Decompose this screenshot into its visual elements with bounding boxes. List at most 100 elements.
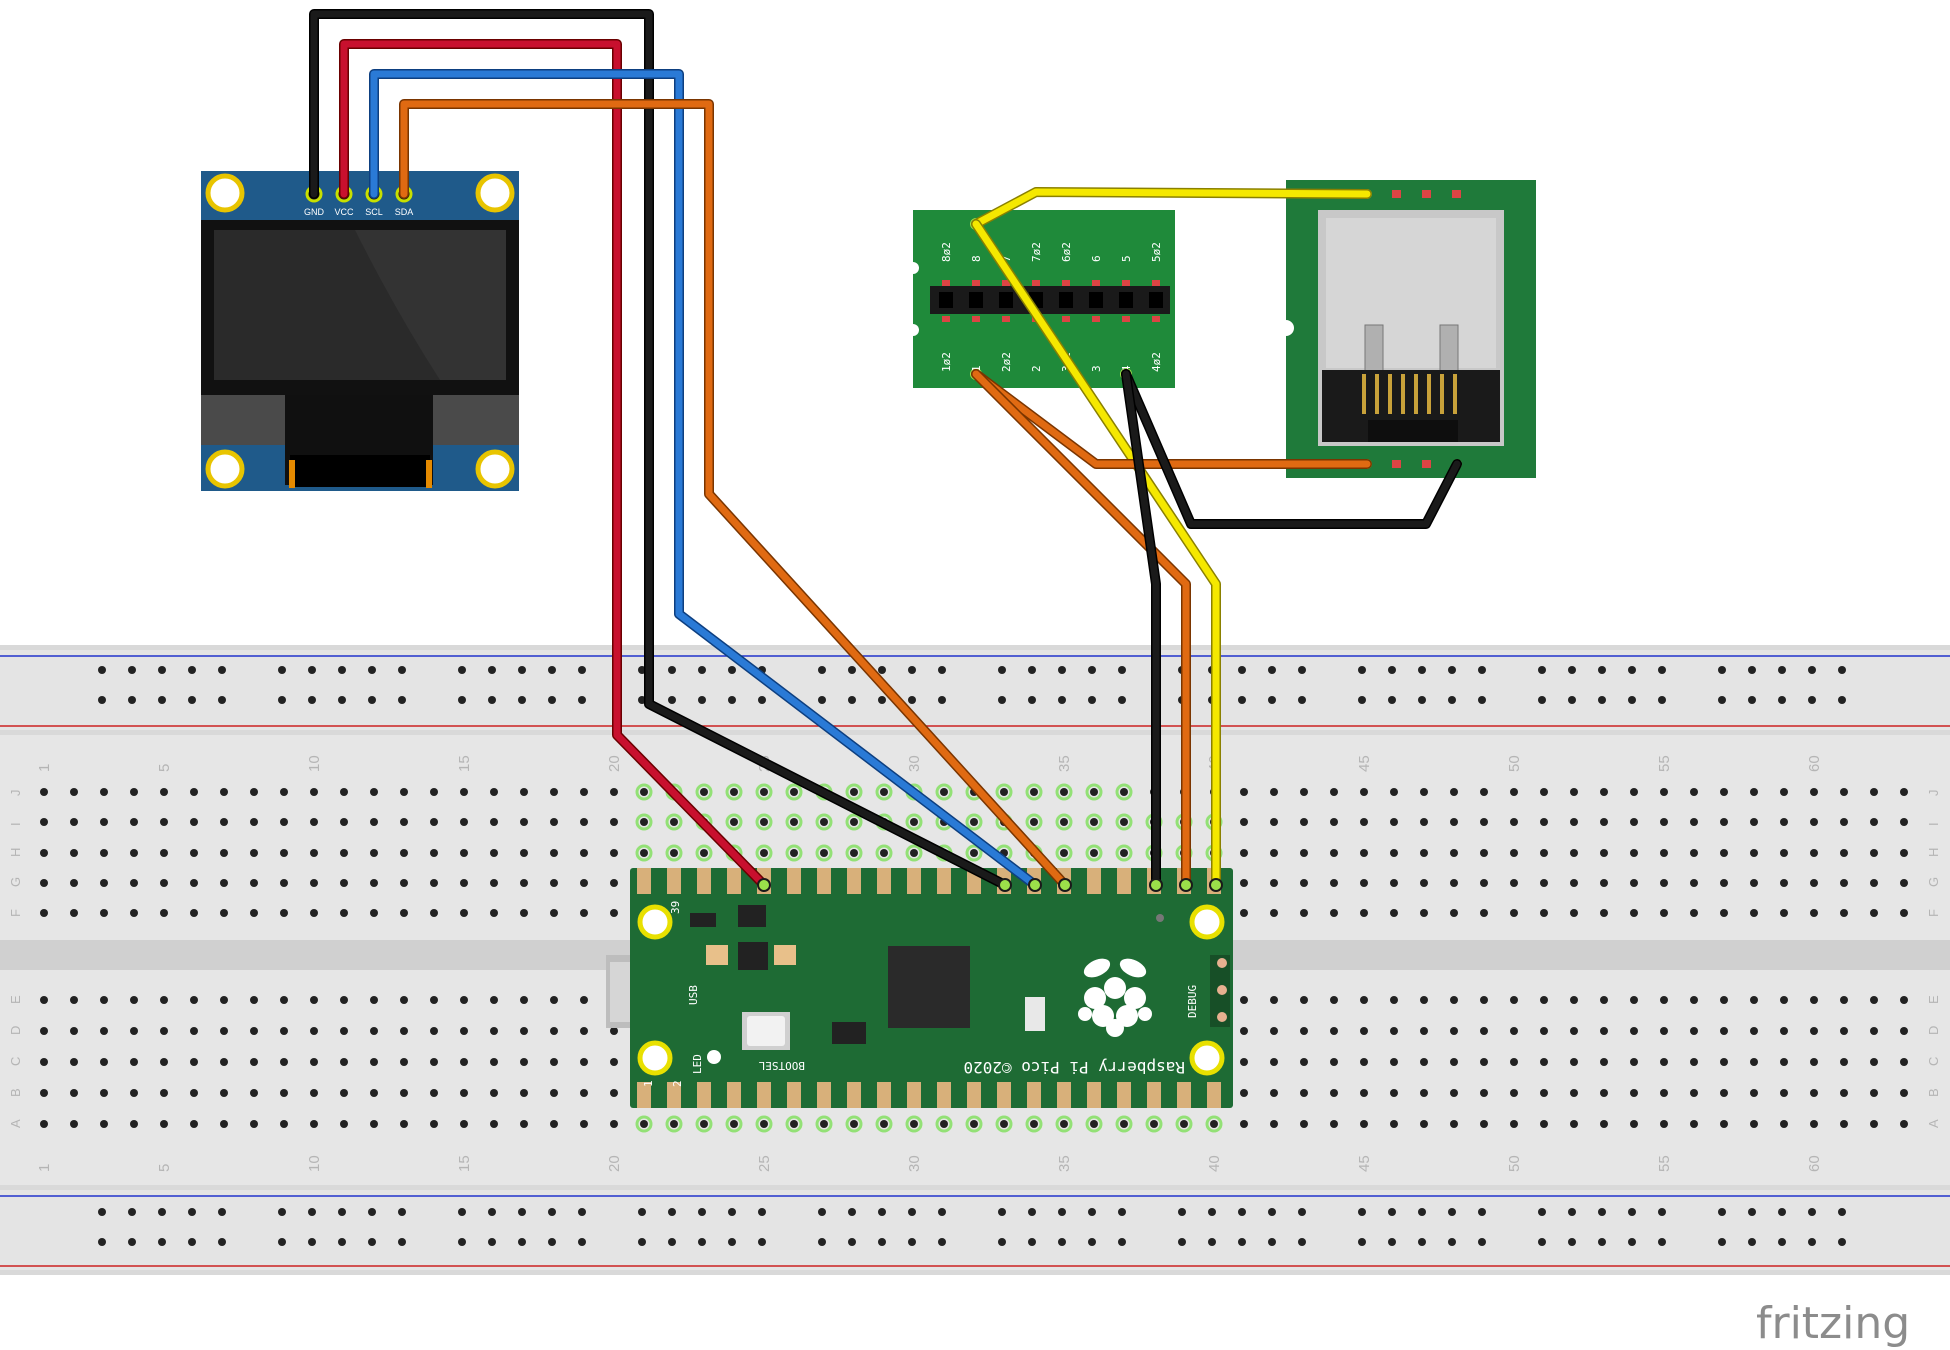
breadboard-hole: [520, 1058, 528, 1066]
breadboard-hole: [160, 1120, 168, 1128]
rail-hole: [1358, 1208, 1366, 1216]
hole-highlight: [875, 1115, 893, 1133]
breadboard-hole: [400, 1089, 408, 1097]
row-letter: G: [8, 877, 23, 887]
rail-hole: [398, 1208, 406, 1216]
breadboard-hole: [430, 1120, 438, 1128]
hole-highlight: [1175, 1115, 1193, 1133]
rail-hole: [578, 1238, 586, 1246]
breadboard-hole: [460, 1120, 468, 1128]
breadboard-hole: [130, 996, 138, 1004]
hole-highlight: [1115, 1115, 1133, 1133]
breadboard-hole: [1660, 996, 1668, 1004]
breadboard-hole: [1210, 1120, 1218, 1128]
breadboard-hole: [1660, 788, 1668, 796]
breadboard-hole: [280, 909, 288, 917]
rail-hole: [1238, 1208, 1246, 1216]
rail-hole: [1538, 1208, 1546, 1216]
breadboard-hole: [550, 909, 558, 917]
breadboard-hole: [1270, 1120, 1278, 1128]
pin-header: [930, 286, 1170, 314]
breadboard-hole: [310, 849, 318, 857]
breadboard-hole: [1810, 1027, 1818, 1035]
breadboard-hole: [1630, 1089, 1638, 1097]
breadboard-hole: [1690, 909, 1698, 917]
breadboard-hole: [1750, 909, 1758, 917]
pin-2-label: 2: [671, 1080, 684, 1087]
breadboard-hole: [250, 788, 258, 796]
breadboard-hole: [1690, 879, 1698, 887]
breadboard-hole: [1360, 788, 1368, 796]
rail-hole: [188, 696, 196, 704]
breadboard-hole: [1240, 849, 1248, 857]
column-number-top: 30: [906, 755, 923, 772]
breadboard-hole: [430, 879, 438, 887]
wire-endpoint: [757, 878, 771, 892]
rail-hole: [1628, 696, 1636, 704]
breadboard-hole: [1240, 996, 1248, 1004]
breadboard-hole: [1300, 849, 1308, 857]
breadboard-hole: [610, 1089, 618, 1097]
rail-hole: [668, 666, 676, 674]
breadboard-hole: [40, 1027, 48, 1035]
rail-hole: [458, 1238, 466, 1246]
breadboard-hole: [1630, 996, 1638, 1004]
pad-bottom: [1062, 316, 1070, 322]
column-number-bottom: 50: [1506, 1155, 1523, 1172]
pad-bottom: [1092, 316, 1100, 322]
breadboard-hole: [1420, 1027, 1428, 1035]
breadboard-hole: [40, 996, 48, 1004]
breadboard-hole: [250, 996, 258, 1004]
breadboard-hole: [610, 1027, 618, 1035]
pad-bottom: [1122, 316, 1130, 322]
rail-hole: [848, 1238, 856, 1246]
row-letter: D: [8, 1026, 23, 1035]
header-pin: [1149, 292, 1163, 308]
breadboard-hole: [910, 818, 918, 826]
rail-hole: [1418, 666, 1426, 674]
rail-hole: [638, 1208, 646, 1216]
rail-hole: [98, 1208, 106, 1216]
breadboard-hole: [1390, 996, 1398, 1004]
hole-highlight: [845, 1115, 863, 1133]
breadboard-hole: [460, 909, 468, 917]
breadboard-hole: [340, 1120, 348, 1128]
breadboard-hole: [70, 879, 78, 887]
breadboard-hole: [1720, 788, 1728, 796]
rail-hole: [1058, 1238, 1066, 1246]
hole-highlight: [665, 813, 683, 831]
breadboard-hole: [1030, 818, 1038, 826]
hole-highlight: [755, 1115, 773, 1133]
pico-pin-top: [847, 868, 861, 894]
breadboard-hole: [1750, 1027, 1758, 1035]
wire-endpoint: [998, 878, 1012, 892]
rail-hole: [548, 666, 556, 674]
rail-hole: [1568, 1238, 1576, 1246]
breadboard-hole: [1480, 909, 1488, 917]
breadboard-hole: [100, 849, 108, 857]
breadboard-hole: [1810, 1089, 1818, 1097]
rail-hole: [188, 1238, 196, 1246]
rail-hole: [848, 1208, 856, 1216]
breadboard-hole: [1090, 1120, 1098, 1128]
breadboard-hole: [1270, 849, 1278, 857]
breadboard-hole: [1570, 879, 1578, 887]
breadboard-hole: [220, 1120, 228, 1128]
breadboard-hole: [1030, 788, 1038, 796]
rail-hole: [1238, 1238, 1246, 1246]
breadboard-hole: [1360, 1027, 1368, 1035]
header-pin: [939, 292, 953, 308]
breadboard-hole: [1810, 1120, 1818, 1128]
rail-hole: [1178, 1238, 1186, 1246]
breadboard-hole: [340, 788, 348, 796]
hole-highlight: [995, 1115, 1013, 1133]
breadboard-hole: [1810, 879, 1818, 887]
breadboard-hole: [1330, 818, 1338, 826]
breadboard-hole: [1660, 909, 1668, 917]
breadboard-hole: [580, 909, 588, 917]
pico-pin-bottom: [1147, 1082, 1161, 1108]
breadboard-hole: [910, 1120, 918, 1128]
breadboard-hole: [100, 1027, 108, 1035]
rail-hole: [1838, 1238, 1846, 1246]
